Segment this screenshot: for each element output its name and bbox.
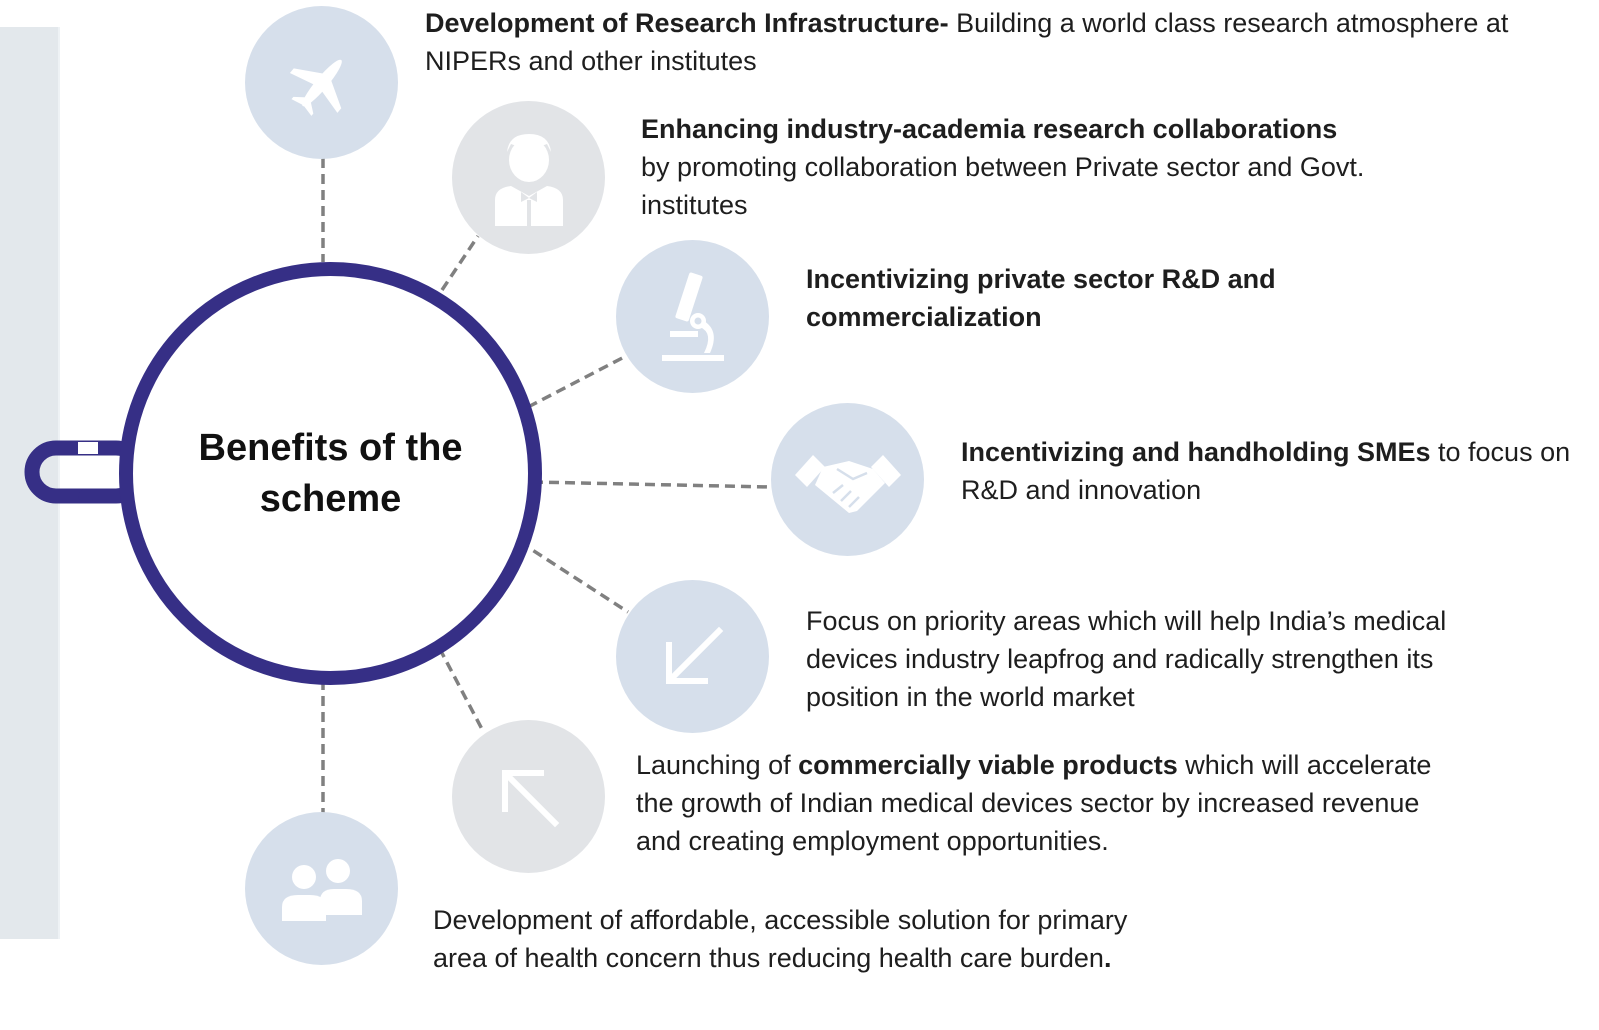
arrow-up-left-icon	[501, 769, 559, 827]
benefit-6-bold: commercially viable products	[798, 750, 1178, 780]
benefit-icon-circle-2	[452, 101, 605, 254]
benefit-text-4: Incentivizing and handholding SMEs to fo…	[961, 433, 1591, 509]
connector-3	[527, 352, 631, 409]
benefit-icon-circle-4	[771, 403, 924, 556]
researcher-icon	[494, 133, 563, 226]
connector-4	[532, 480, 771, 489]
benefit-text-7: Development of affordable, accessible so…	[433, 901, 1163, 977]
arrow-down-left-icon	[665, 626, 723, 684]
connector-5	[519, 540, 629, 614]
benefit-icon-circle-3	[616, 240, 769, 393]
benefit-icon-circle-6	[452, 720, 605, 873]
benefit-1-bold: Development of Research Infrastructure-	[425, 8, 949, 38]
benefit-icon-circle-5	[616, 580, 769, 733]
benefit-7-body: Development of affordable, accessible so…	[433, 905, 1128, 973]
benefit-7-bold-end: .	[1103, 943, 1112, 973]
benefit-text-2: Enhancing industry-academia research col…	[641, 110, 1461, 224]
benefit-3-bold: Incentivizing private sector R&D and com…	[806, 264, 1276, 332]
benefit-text-6: Launching of commercially viable product…	[636, 746, 1466, 860]
benefit-2-body: by promoting collaboration between Priva…	[641, 152, 1365, 220]
benefit-text-5: Focus on priority areas which will help …	[806, 602, 1466, 716]
benefits-hub: Benefits of the scheme	[119, 262, 542, 685]
benefit-4-body: to focus on R&D and innovation	[961, 437, 1571, 505]
handshake-icon	[794, 454, 901, 513]
benefit-1-body: Building a world class research atmosphe…	[425, 8, 1509, 76]
hub-title: Benefits of the scheme	[198, 426, 463, 520]
benefit-text-3: Incentivizing private sector R&D and com…	[806, 260, 1386, 336]
benefit-4-bold: Incentivizing and handholding SMEs	[961, 437, 1431, 467]
benefit-icon-circle-7	[245, 812, 398, 965]
benefit-icon-circle-1	[245, 6, 398, 159]
benefit-6-body: which will accelerate the growth of Indi…	[636, 750, 1432, 856]
airplane-icon	[289, 59, 342, 116]
connector-2	[440, 235, 480, 291]
benefit-5-body: Focus on priority areas which will help …	[806, 606, 1447, 712]
people-icon	[281, 858, 362, 921]
benefit-text-1: Development of Research Infrastructure- …	[425, 4, 1525, 80]
benefit-6-pre: Launching of	[636, 750, 799, 780]
benefit-2-bold: Enhancing industry-academia research col…	[641, 114, 1338, 144]
microscope-icon	[661, 272, 724, 361]
